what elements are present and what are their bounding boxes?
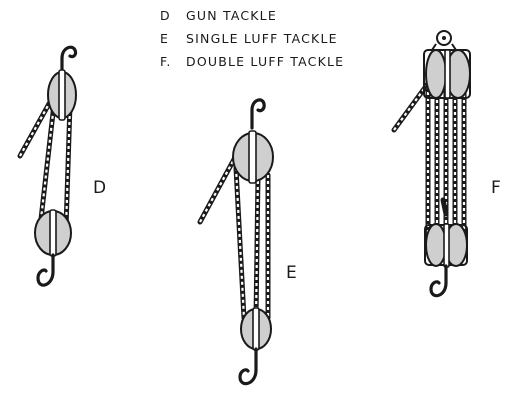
bottom-hook-icon: [238, 347, 258, 386]
legend: D GUN TACKLE E SINGLE LUFF TACKLE F. DOU…: [160, 8, 344, 69]
shackle-icon: [436, 30, 452, 46]
upper-block: [232, 130, 274, 184]
lower-block: [240, 307, 272, 351]
upper-block: [423, 49, 471, 99]
legend-text-d: GUN TACKLE: [186, 8, 277, 23]
lower-block: [424, 223, 468, 268]
lower-block: [34, 209, 72, 257]
double-luff-tackle: F: [391, 30, 501, 298]
upper-block: [47, 69, 77, 121]
legend-letter-e: E: [160, 31, 169, 46]
top-hook-icon: [60, 45, 78, 74]
legend-letter-f: F.: [160, 54, 172, 69]
rope: [197, 149, 271, 321]
tackle-label-d: D: [93, 178, 106, 198]
single-luff-tackle: E: [197, 98, 297, 386]
legend-letter-d: D: [160, 8, 171, 23]
gun-tackle: D: [17, 45, 106, 287]
legend-text-f: DOUBLE LUFF TACKLE: [186, 54, 344, 69]
tackle-label-f: F: [491, 178, 501, 198]
bottom-hook-icon: [36, 253, 55, 287]
rope: [391, 75, 467, 243]
legend-item-f: F. DOUBLE LUFF TACKLE: [160, 54, 344, 69]
legend-item-d: D GUN TACKLE: [160, 8, 277, 23]
legend-text-e: SINGLE LUFF TACKLE: [186, 31, 338, 46]
bottom-hook-icon: [429, 264, 448, 298]
tackle-label-e: E: [286, 263, 297, 283]
top-hook-icon: [250, 98, 266, 130]
legend-item-e: E SINGLE LUFF TACKLE: [160, 31, 338, 46]
